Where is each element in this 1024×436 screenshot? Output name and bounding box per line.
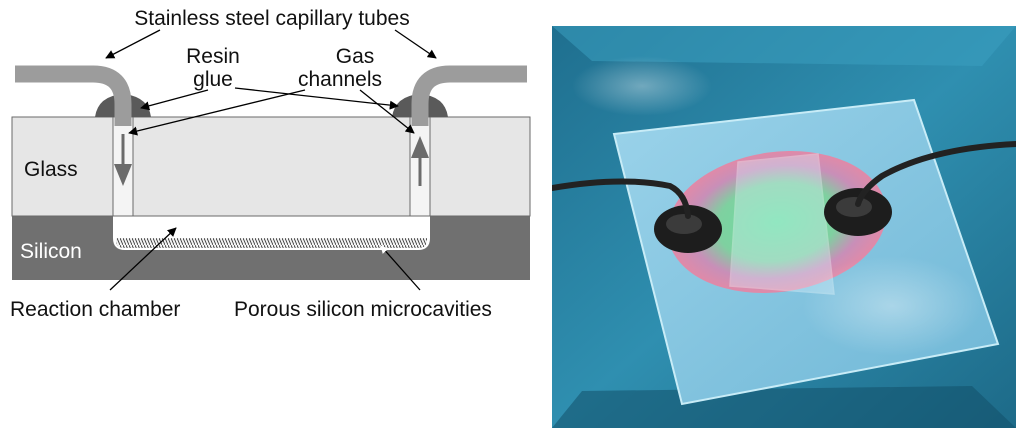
porous-callout [380, 245, 421, 291]
gas-label-line1: Gas [336, 45, 375, 68]
chamber-label: Reaction chamber [10, 298, 180, 321]
porous-layer [116, 238, 427, 248]
flow-arrow-up-icon [411, 136, 429, 186]
capillary-tube-right [411, 65, 527, 126]
capillary-tube-left [15, 65, 132, 126]
resin-label-line1: Resin [186, 45, 240, 68]
tubes-label: Stainless steel capillary tubes [134, 7, 409, 30]
resin-callout-left [140, 89, 209, 111]
silicon-label: Silicon [20, 240, 82, 263]
gas-label-line2: channels [298, 68, 382, 91]
resin-callout-right [234, 87, 399, 110]
porous-label: Porous silicon microcavities [234, 298, 492, 321]
gas-callout-left [128, 89, 306, 136]
chamber-callout [109, 227, 177, 291]
flow-arrow-down-icon [114, 134, 132, 186]
tubes-callout-right [394, 29, 437, 59]
glass-layer [11, 116, 531, 217]
cross-section-diagram: Stainless steel capillary tubes Resin gl… [10, 7, 531, 321]
tubes-callout-left [105, 29, 161, 59]
device-photo-image [552, 26, 1016, 428]
gas-callout-right [359, 89, 415, 134]
resin-label-line2: glue [193, 68, 233, 91]
device-photo [552, 26, 1016, 428]
glass-label: Glass [24, 158, 78, 181]
